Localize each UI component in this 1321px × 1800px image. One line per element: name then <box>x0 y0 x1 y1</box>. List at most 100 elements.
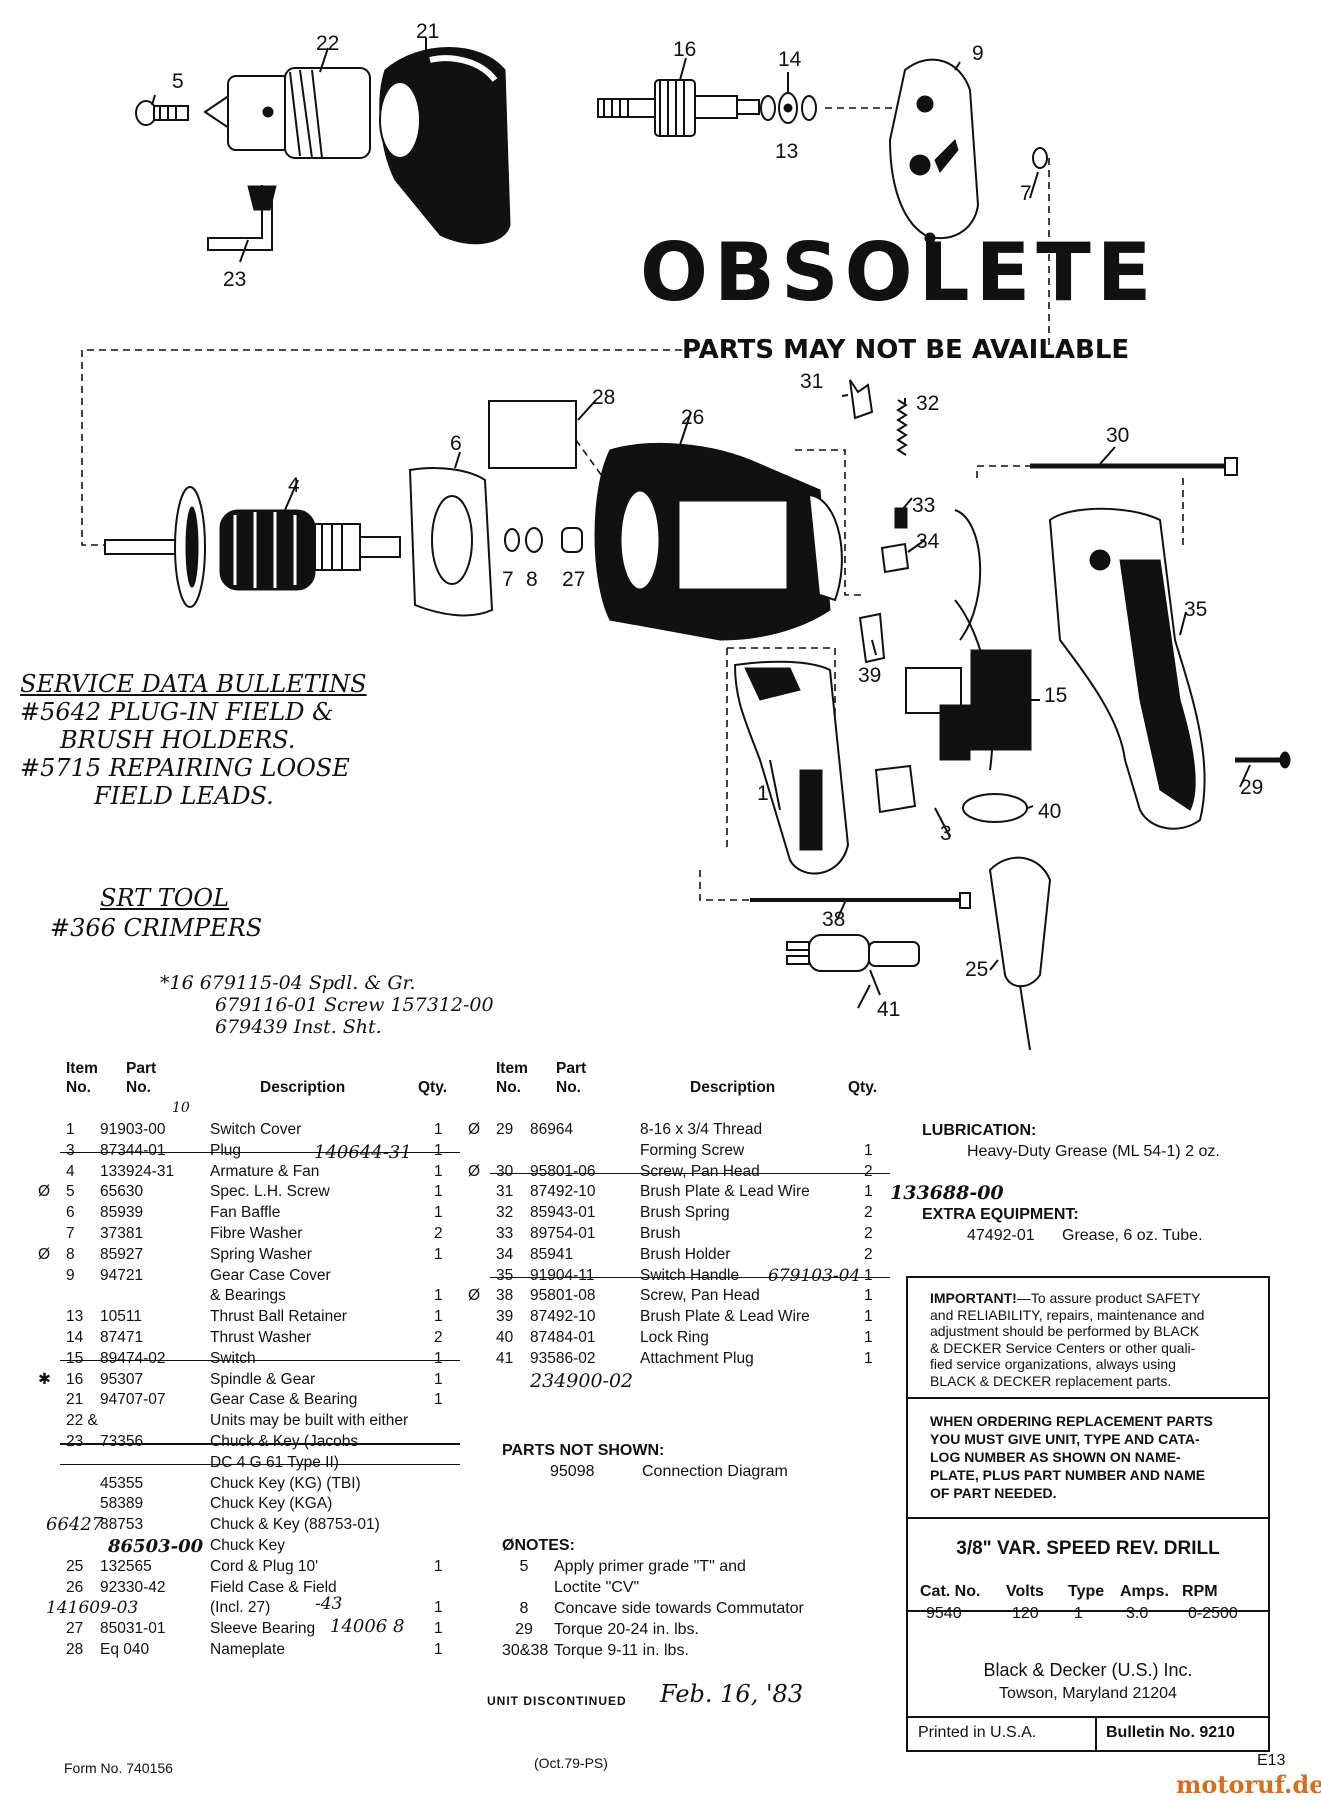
callout-7-top: 7 <box>1020 182 1032 205</box>
cell-desc: Brush Holder <box>640 1245 731 1263</box>
cell-part: 73356 <box>100 1433 144 1450</box>
cell-part: 89474-02 <box>100 1349 166 1367</box>
cell-part: 85927 <box>100 1245 144 1263</box>
company-address: Towson, Maryland 21204 <box>999 1685 1177 1702</box>
part-chuck-22 <box>203 67 371 159</box>
part-brush-spring-32 <box>896 399 908 456</box>
part-screw-30 <box>1030 457 1238 476</box>
cell-part: 87471 <box>100 1329 144 1346</box>
callout-31: 31 <box>800 370 824 393</box>
cell-part: 85941 <box>530 1245 574 1263</box>
ordering-notice: WHEN ORDERING REPLACEMENT PARTS YOU MUST… <box>930 1412 1260 1502</box>
note-line: 679116-01 Screw 157312-00 <box>215 994 494 1016</box>
cell-qty: 1 <box>864 1349 873 1367</box>
part-nameplate-28 <box>488 400 577 469</box>
handwritten-correction: -43 <box>315 1594 343 1614</box>
part-attachment-plug-41 <box>786 934 920 972</box>
cell-desc: Lock Ring <box>640 1329 709 1346</box>
cell-desc: Brush Plate & Lead Wire <box>640 1183 810 1201</box>
handwritten-correction: 234900-02 <box>530 1370 634 1392</box>
part-washer-7 <box>504 528 520 552</box>
callout-22: 22 <box>316 32 340 55</box>
cell-qty: 1 <box>434 1620 443 1638</box>
cell-part: 85943-01 <box>530 1204 596 1222</box>
strike-line <box>60 1151 460 1154</box>
callout-32: 32 <box>916 392 940 415</box>
callout-27: 27 <box>562 568 586 591</box>
cell-qty: 1 <box>434 1557 443 1575</box>
box-divider <box>906 1610 1270 1612</box>
cell-desc: Brush Spring <box>640 1204 730 1222</box>
cell-qty: 1 <box>434 1183 443 1201</box>
note-ref: 29 <box>515 1621 533 1638</box>
info-box-frame <box>906 1276 1270 1752</box>
cell-item: 41 <box>496 1349 514 1367</box>
part-armature-4 <box>104 486 401 608</box>
callout-3: 3 <box>940 822 952 845</box>
cell-item: 15 <box>66 1349 84 1367</box>
ordering-line: OF PART NEEDED. <box>930 1485 1057 1501</box>
cell-qty: 1 <box>864 1141 873 1159</box>
cell-item: 9 <box>66 1266 75 1284</box>
exploded-parts-diagram <box>81 38 1291 1050</box>
callout-8: 8 <box>526 568 538 591</box>
callout-34: 34 <box>916 530 940 553</box>
cell-part: 87484-01 <box>530 1329 596 1346</box>
cell-item: 38 <box>496 1287 514 1305</box>
note-line: BRUSH HOLDERS. <box>60 726 296 754</box>
cell-item: 16 <box>66 1370 84 1388</box>
part-washer-8 <box>525 527 543 553</box>
handwritten-correction: 679103-04 <box>768 1266 861 1286</box>
cell-qty: 1 <box>864 1329 873 1346</box>
cell-mark: Ø <box>38 1245 51 1263</box>
extra-equipment-title: EXTRA EQUIPMENT: <box>922 1206 1079 1223</box>
cell-desc: Spring Washer <box>210 1245 312 1263</box>
cell-part: 91904-11 <box>530 1266 595 1284</box>
cell-desc: Screw, Pan Head <box>640 1287 760 1305</box>
cell-item: 28 <box>66 1641 84 1658</box>
important-line: —To assure product SAFETY <box>1016 1290 1201 1306</box>
cell-part: 58389 <box>100 1495 144 1513</box>
handwritten-correction: 10 <box>172 1100 190 1116</box>
callout-26: 26 <box>681 406 705 429</box>
header-item-no: No. <box>66 1079 91 1096</box>
cell-item: 13 <box>66 1308 84 1326</box>
box-divider <box>906 1517 1270 1519</box>
cell-qty: 1 <box>434 1287 443 1305</box>
callout-14: 14 <box>778 48 802 71</box>
model-value: 1 <box>1074 1605 1083 1622</box>
important-line: fied service organizations, always using <box>930 1356 1176 1372</box>
note-line: #5642 PLUG-IN FIELD & <box>20 698 334 726</box>
cell-item: 25 <box>66 1557 84 1575</box>
note-line: SERVICE DATA BULLETINS <box>20 670 367 698</box>
model-value: 3.0 <box>1126 1605 1149 1622</box>
callout-16: 16 <box>673 38 697 61</box>
right-table-header: Item No. Part No. Description Qty. <box>490 1060 910 1100</box>
cell-desc: Switch Cover <box>210 1121 302 1138</box>
model-value: 9540 <box>926 1605 962 1622</box>
part-screw-38 <box>750 892 971 909</box>
cell-mark: Ø <box>468 1121 481 1138</box>
cell-mark: Ø <box>468 1162 481 1180</box>
strike-line <box>60 1463 460 1466</box>
callout-4: 4 <box>288 474 300 497</box>
cell-desc: (Incl. 27) <box>210 1599 271 1617</box>
cell-qty: 1 <box>864 1308 873 1326</box>
part-brush-plate-39 <box>858 612 886 664</box>
header-part: Part <box>556 1060 587 1077</box>
obsolete-stamp: OBSOLETE <box>640 226 1158 319</box>
cell-desc: Chuck & Key (Jacobs <box>210 1433 359 1450</box>
callout-41: 41 <box>877 998 901 1021</box>
